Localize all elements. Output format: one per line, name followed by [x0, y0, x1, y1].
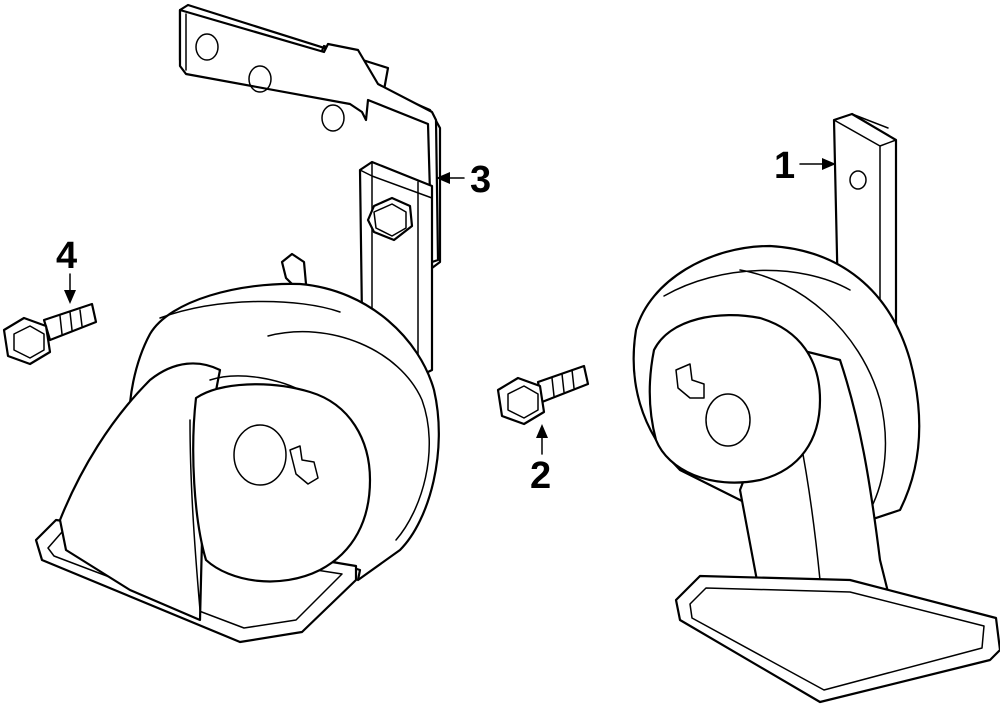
- callout-label-3: 3: [470, 159, 491, 201]
- callout-1: 1: [774, 145, 836, 187]
- callout-label-1: 1: [774, 145, 795, 187]
- bolt-2: [496, 364, 590, 426]
- left-horn: [34, 252, 440, 644]
- right-horn: [632, 112, 1000, 704]
- callout-label-4: 4: [56, 235, 77, 277]
- callout-3: 3: [436, 159, 491, 201]
- callout-2: 2: [530, 424, 551, 497]
- callout-label-2: 2: [530, 455, 551, 497]
- bolt-4: [2, 302, 98, 366]
- callout-4: 4: [56, 235, 77, 304]
- bracket-nut: [366, 196, 414, 242]
